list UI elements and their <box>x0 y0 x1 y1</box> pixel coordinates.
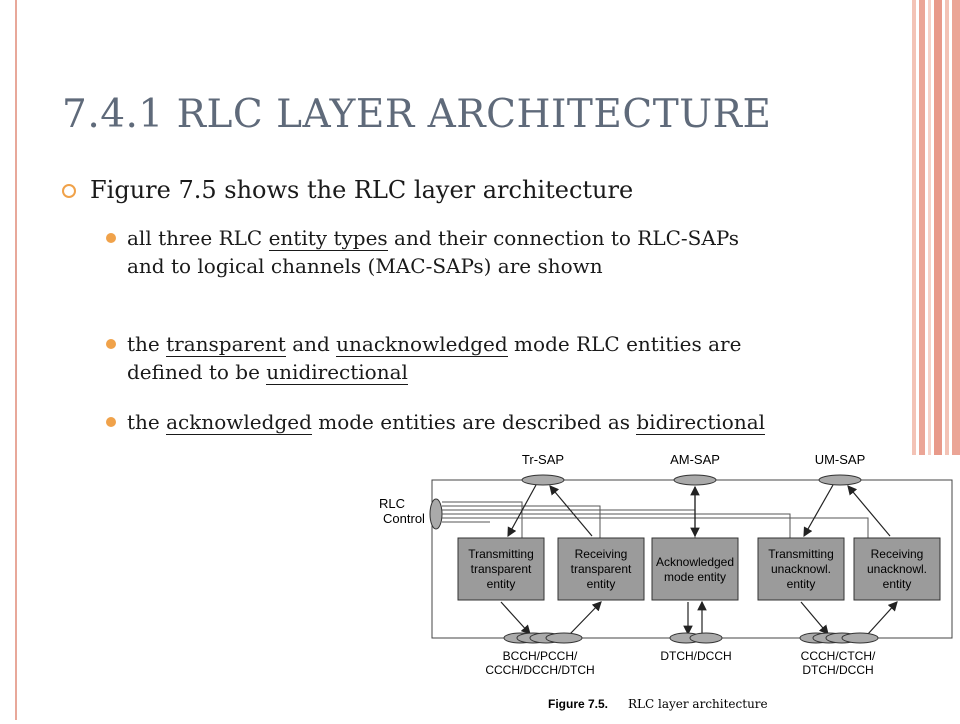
sub-bullet-text: the acknowledged mode entities are descr… <box>127 408 766 436</box>
entity-2-l3: entity <box>587 577 616 591</box>
channel-label-3b: DTCH/DCCH <box>802 663 873 677</box>
entity-box-5 <box>853 537 941 601</box>
underlined-term: unidirectional <box>266 360 408 385</box>
rlc-architecture-figure: Tr-SAP AM-SAP UM-SAP RLC Control Tra <box>370 440 960 720</box>
left-border-rule <box>15 0 17 720</box>
entity-box-4 <box>757 537 845 601</box>
figure-caption-text: RLC layer architecture <box>628 697 768 711</box>
sub-bullet-2: the transparent and unacknowledged mode … <box>106 330 766 386</box>
entity-box-1 <box>457 537 545 601</box>
text-run: all three RLC <box>127 226 269 250</box>
dot-bullet-icon <box>106 233 116 243</box>
control-label-1: RLC <box>379 496 405 511</box>
text-run: mode entities are described as <box>311 410 637 434</box>
main-bullet: Figure 7.5 shows the RLC layer architect… <box>62 176 633 204</box>
rlc-diagram: Tr-SAP AM-SAP UM-SAP RLC Control Tra <box>379 452 953 711</box>
dot-bullet-icon <box>106 417 116 427</box>
entity-1-l1: Transmitting <box>468 547 534 561</box>
underlined-term: bidirectional <box>636 410 766 435</box>
entity-box-2 <box>557 537 645 601</box>
sub-bullet-3: the acknowledged mode entities are descr… <box>106 408 766 436</box>
sap-label-um: UM-SAP <box>815 452 866 467</box>
entity-1-l2: transparent <box>471 562 532 576</box>
entity-4-l2: unacknowl. <box>771 562 831 576</box>
sap-label-tr: Tr-SAP <box>522 452 564 467</box>
entity-5-l1: Receiving <box>871 547 924 561</box>
text-run: mode RLC entities are defined to be <box>127 332 742 384</box>
text-run: and <box>285 332 337 356</box>
entity-4-l3: entity <box>787 577 816 591</box>
decorative-stripes <box>912 0 960 455</box>
entity-2-l2: transparent <box>571 562 632 576</box>
control-label-2: Control <box>383 511 425 526</box>
entity-1-l3: entity <box>487 577 516 591</box>
dot-bullet-icon <box>106 339 116 349</box>
entity-4-l1: Transmitting <box>768 547 834 561</box>
text-run: the <box>127 410 167 434</box>
control-ellipse <box>429 498 443 530</box>
main-bullet-text: Figure 7.5 shows the RLC layer architect… <box>90 176 634 204</box>
channel-label-3a: CCCH/CTCH/ <box>801 649 876 663</box>
underlined-term: acknowledged <box>166 410 312 435</box>
sub-bullet-text: all three RLC entity types and their con… <box>127 224 766 280</box>
sub-bullet-text: the transparent and unacknowledged mode … <box>127 330 766 386</box>
sap-ellipse-am <box>673 474 717 486</box>
entity-3-l1: Acknowledged <box>656 555 734 569</box>
channel-label-2a: DTCH/DCCH <box>660 649 731 663</box>
text-run: and their connection to RLC-SAPs and to … <box>127 226 739 278</box>
entity-5-l2: unacknowl. <box>867 562 927 576</box>
text-run: the <box>127 332 167 356</box>
figure-caption-label: Figure 7.5. <box>548 697 608 711</box>
underlined-term: entity types <box>268 226 388 251</box>
entity-3-l2: mode entity <box>664 570 726 584</box>
entity-2-l1: Receiving <box>575 547 628 561</box>
sub-bullet-1: all three RLC entity types and their con… <box>106 224 766 280</box>
sap-ellipse-tr <box>521 474 565 486</box>
entity-box-3 <box>651 537 739 601</box>
underlined-term: transparent <box>166 332 286 357</box>
entity-5-l3: entity <box>883 577 912 591</box>
underlined-term: unacknowledged <box>336 332 508 357</box>
ring-bullet-icon <box>62 184 76 198</box>
sap-label-am: AM-SAP <box>670 452 720 467</box>
sap-ellipse-um <box>818 474 862 486</box>
channel-label-1a: BCCH/PCCH/ <box>503 649 578 663</box>
slide-title: 7.4.1 RLC LAYER ARCHITECTURE <box>62 92 772 137</box>
channel-label-1b: CCCH/DCCH/DTCH <box>485 663 594 677</box>
